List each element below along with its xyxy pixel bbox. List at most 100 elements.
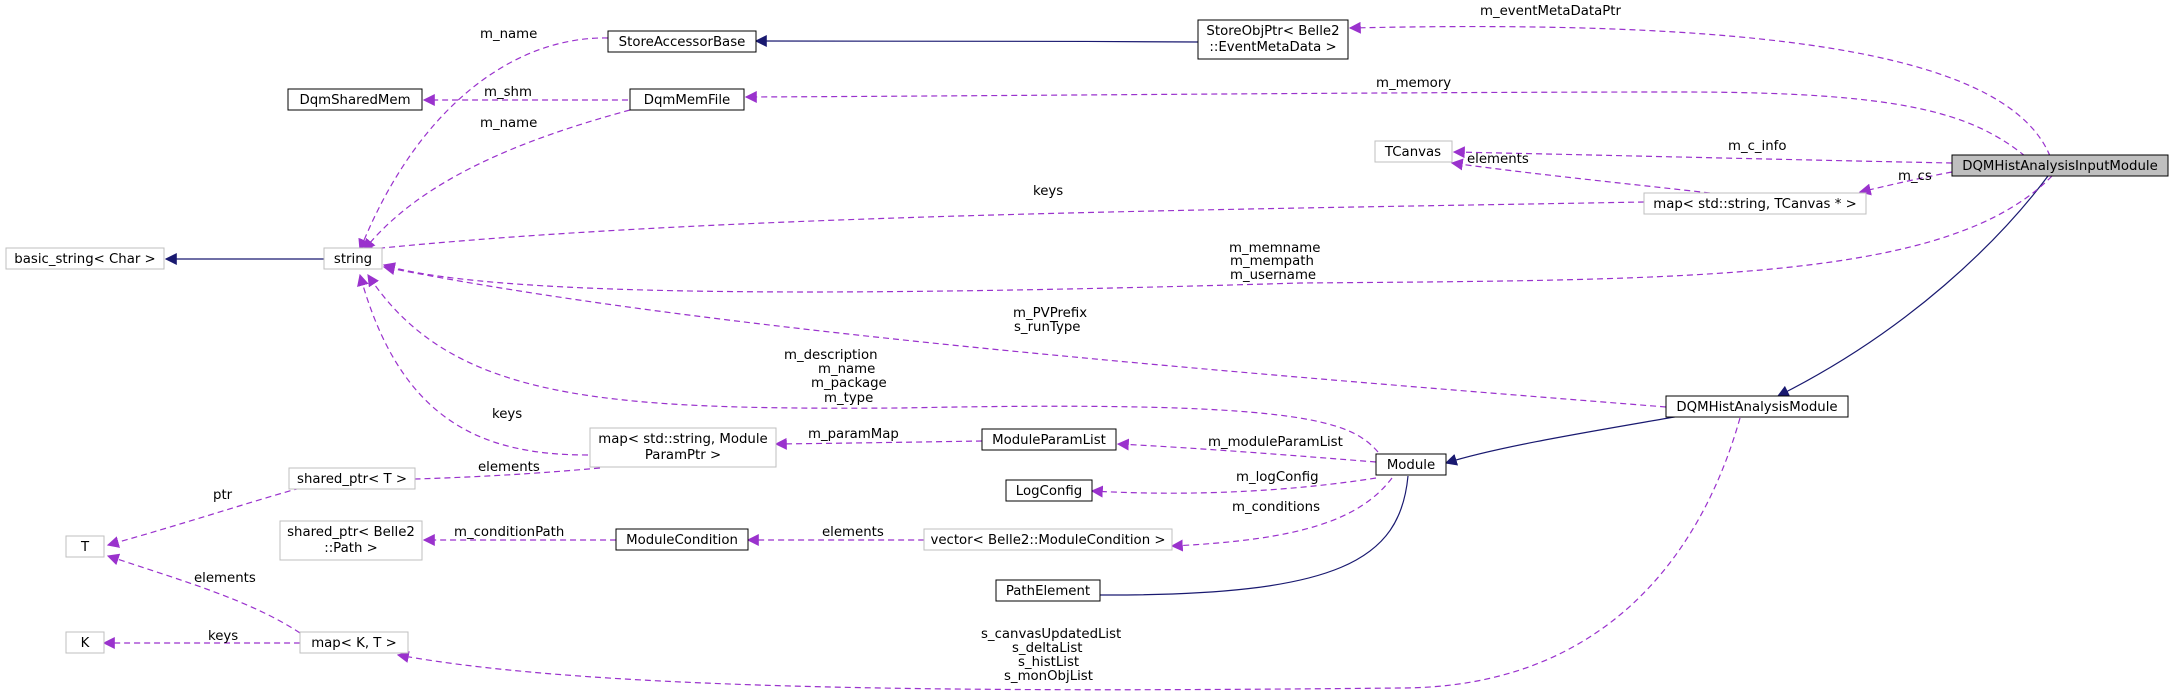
node-label: StoreAccessorBase [619, 35, 746, 50]
node-label: DQMHistAnalysisModule [1676, 400, 1837, 415]
node-label-line1: map< std::string, Module [598, 432, 767, 447]
node-label: DqmMemFile [644, 93, 731, 108]
edge-s-canvasupdatedlist [396, 417, 1741, 691]
edge-tcanvas-elements [1450, 158, 1711, 194]
node-label: map< std::string, TCanvas * > [1653, 197, 1856, 212]
label-elements-tcanvas: elements [1467, 152, 1529, 167]
node-basic-string[interactable]: basic_string< Char > [5, 247, 165, 270]
node-label: map< K, T > [311, 636, 397, 651]
label-elements-shared-ptr: elements [478, 460, 540, 475]
node-label-line2: ::EventMetaData > [1209, 40, 1336, 55]
node-pathelement[interactable]: PathElement [995, 579, 1101, 602]
label-ptr: ptr [213, 488, 233, 503]
label-m-eventmetadataptr: m_eventMetaDataPtr [1480, 4, 1621, 19]
label-m-shm: m_shm [484, 85, 532, 100]
edge-m-eventmetadataptr [1348, 21, 2051, 157]
edge-inputmodule-inherits-histanalysismodule [1776, 175, 2049, 397]
label-s-deltalist: s_deltaList [1012, 641, 1083, 656]
label-m-c-info: m_c_info [1728, 139, 1787, 154]
label-m-pvprefix: m_PVPrefix [1013, 306, 1087, 321]
edge-keys-map-moduleparam [357, 273, 589, 456]
node-label: string [334, 252, 372, 267]
node-label: LogConfig [1016, 484, 1082, 499]
node-k[interactable]: K [65, 631, 105, 654]
node-label: ModuleParamList [992, 433, 1106, 448]
label-m-description: m_description [784, 348, 878, 363]
node-storeaccessorbase[interactable]: StoreAccessorBase [607, 30, 757, 53]
label-m-conditionpath: m_conditionPath [454, 525, 564, 540]
node-label: Module [1387, 458, 1435, 473]
label-m-name-mid: m_name [480, 116, 537, 131]
edge-histanalysismodule-inherits-module [1444, 415, 1681, 466]
node-dqmmemfile[interactable]: DqmMemFile [629, 88, 745, 111]
edge-m-moduleparamlist [1116, 438, 1377, 463]
node-label: DqmSharedMem [299, 93, 410, 108]
node-label: vector< Belle2::ModuleCondition > [930, 533, 1165, 548]
label-m-username: m_username [1230, 268, 1316, 283]
node-dqmsharedmem[interactable]: DqmSharedMem [287, 88, 423, 111]
edge-m-c-info [1452, 146, 1953, 164]
node-label: T [80, 540, 90, 555]
label-elements-condition: elements [822, 525, 884, 540]
node-label-line2: ::Path > [324, 541, 378, 556]
label-s-histlist: s_histList [1018, 655, 1079, 670]
node-map-k-t[interactable]: map< K, T > [299, 631, 409, 654]
edge-m-description [367, 273, 1379, 453]
node-label-line1: shared_ptr< Belle2 [287, 525, 415, 540]
label-m-memname: m_memname [1229, 241, 1320, 256]
edge-m-cs [1858, 171, 1953, 196]
label-m-name-top: m_name [480, 27, 537, 42]
edge-m-conditions [1170, 477, 1393, 552]
label-m-parammap: m_paramMap [808, 427, 899, 442]
node-dqmhistanalysisinputmodule[interactable]: DQMHistAnalysisInputModule [1951, 154, 2169, 177]
label-s-canvasupdatedlist: s_canvasUpdatedList [981, 627, 1121, 642]
node-map-string-tcanvas[interactable]: map< std::string, TCanvas * > [1643, 192, 1867, 215]
node-t[interactable]: T [65, 535, 105, 558]
label-elements-t: elements [194, 571, 256, 586]
label-keys-k: keys [208, 629, 238, 644]
label-m-memory: m_memory [1376, 76, 1451, 91]
node-label: DQMHistAnalysisInputModule [1962, 159, 2158, 174]
edge-elements-t [106, 553, 301, 634]
edge-m-name-storeaccessorbase [358, 37, 609, 252]
label-m-logconfig: m_logConfig [1236, 470, 1319, 485]
node-map-string-moduleparamptr[interactable]: map< std::string, Module ParamPtr > [589, 427, 777, 468]
label-keys-moduleparam: keys [492, 407, 522, 422]
label-m-type: m_type [824, 391, 873, 406]
label-m-mempath: m_mempath [1230, 254, 1314, 269]
node-label: basic_string< Char > [14, 252, 155, 267]
node-vector-modulecondition[interactable]: vector< Belle2::ModuleCondition > [923, 528, 1173, 551]
node-label: shared_ptr< T > [297, 472, 407, 487]
edge-m-pvprefix [382, 263, 1667, 408]
node-label: K [81, 636, 90, 651]
edge-ptr [106, 487, 301, 548]
edge-keys-map-tcanvas [360, 201, 1645, 255]
node-moduleparamlist[interactable]: ModuleParamList [981, 428, 1117, 451]
label-m-name-module: m_name [818, 362, 875, 377]
label-m-moduleparamlist: m_moduleParamList [1208, 435, 1343, 450]
label-s-monobjlist: s_monObjList [1004, 669, 1093, 684]
node-shared-ptr-t[interactable]: shared_ptr< T > [288, 467, 416, 490]
label-m-package: m_package [811, 376, 887, 391]
node-label-line2: ParamPtr > [645, 448, 721, 463]
node-tcanvas[interactable]: TCanvas [1374, 140, 1453, 163]
node-string[interactable]: string [323, 247, 383, 270]
node-label-line1: StoreObjPtr< Belle2 [1206, 24, 1339, 39]
label-keys-map-tcanvas: keys [1033, 184, 1063, 199]
node-modulecondition[interactable]: ModuleCondition [615, 528, 749, 551]
edge-m-memname [382, 175, 2053, 293]
label-m-cs: m_cs [1898, 169, 1932, 184]
node-label: ModuleCondition [626, 533, 738, 548]
node-shared-ptr-path[interactable]: shared_ptr< Belle2 ::Path > [279, 520, 423, 561]
label-m-conditions: m_conditions [1232, 500, 1320, 515]
node-dqmhistanalysismodule[interactable]: DQMHistAnalysisModule [1665, 395, 1849, 418]
edge-m-memory [744, 90, 2026, 157]
edge-storeobjptr-inherits-storeaccessorbase [754, 35, 1199, 48]
label-s-runtype: s_runType [1014, 320, 1080, 335]
node-logconfig[interactable]: LogConfig [1005, 479, 1093, 502]
node-storeobjptr[interactable]: StoreObjPtr< Belle2 ::EventMetaData > [1197, 19, 1349, 60]
node-module[interactable]: Module [1375, 453, 1447, 476]
edge-m-name-dqmmemfile [363, 109, 631, 251]
node-label: PathElement [1006, 584, 1090, 599]
